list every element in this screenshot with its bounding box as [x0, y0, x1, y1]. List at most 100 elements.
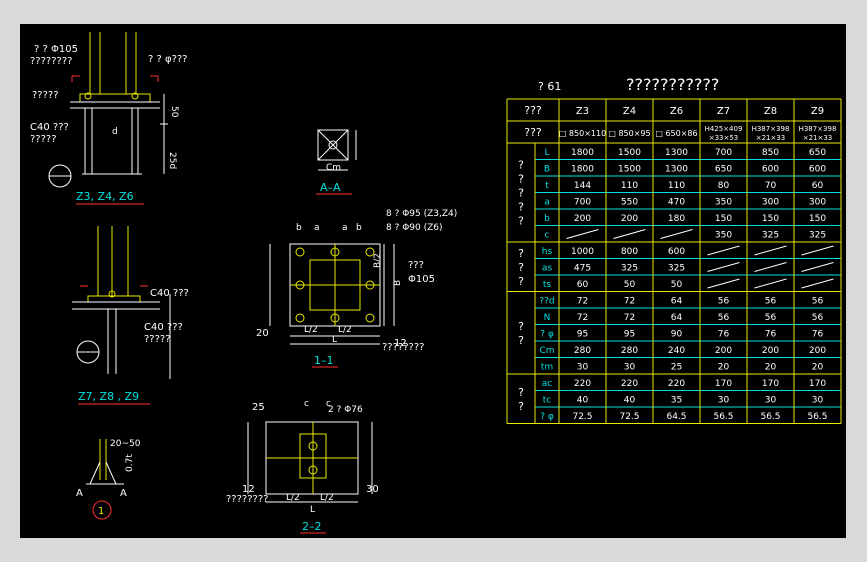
table-param-cell: ac	[542, 379, 553, 389]
table-value-cell: /	[723, 286, 724, 288]
table-value-cell: 56	[765, 313, 777, 323]
table-value-cell: 76	[765, 330, 777, 340]
table-header-cell: Z8	[764, 106, 777, 117]
table-value-cell: 20	[812, 363, 824, 373]
table-value-cell: 50	[671, 280, 683, 290]
table-param-cell: ts	[543, 280, 552, 290]
label-a1: a	[314, 223, 320, 233]
table-section-cell: ×33×53	[709, 134, 739, 142]
label-n12: 12	[394, 338, 407, 349]
table-header-cell: Z9	[811, 106, 824, 117]
table-value-cell: 200	[574, 214, 591, 224]
table-group-label: ?	[518, 173, 524, 186]
label-z346: Z3, Z4, Z6	[76, 190, 134, 203]
table-value-cell: 280	[574, 346, 591, 356]
sheet-number: ? 61	[538, 80, 561, 93]
table-value-cell: /	[582, 237, 583, 239]
table-value-cell: 475	[574, 264, 591, 274]
table-value-cell: 60	[577, 280, 589, 290]
table-value-cell: 1300	[665, 148, 688, 158]
table-value-cell: 64.5	[666, 412, 686, 422]
table-value-cell: 56	[718, 313, 730, 323]
label-c2: c	[326, 399, 331, 409]
section-22	[247, 421, 373, 503]
table-value-cell: 325	[762, 231, 779, 241]
table-value-cell: 240	[668, 346, 685, 356]
table-value-cell: 1500	[618, 148, 641, 158]
table-value-cell: 95	[624, 330, 635, 340]
table-value-cell: 170	[762, 379, 779, 389]
label-l2d: L/2	[320, 493, 334, 503]
label-phi105: Φ105	[408, 274, 435, 285]
table-title: ???????????	[626, 75, 719, 94]
table-value-cell: 80	[718, 181, 730, 191]
table-value-cell: 325	[668, 264, 685, 274]
label-l: L	[332, 335, 337, 345]
label-c40-lower: C40 ???	[150, 288, 189, 299]
table-value-cell: /	[676, 237, 677, 239]
table-param-cell: ? φ	[540, 330, 554, 340]
table-value-cell: 72.5	[572, 412, 592, 422]
table-section-cell: H425×409	[705, 125, 743, 133]
table-value-cell: 30	[577, 363, 589, 373]
table-value-cell: 280	[621, 346, 638, 356]
label-detail-07: 0.7t	[125, 454, 135, 472]
label-d-top: d	[112, 127, 118, 137]
table-value-cell: 72.5	[619, 412, 639, 422]
table-value-cell: 90	[671, 330, 683, 340]
label-c40mb: ?????	[144, 334, 171, 345]
table-header-cell: ???	[524, 104, 542, 117]
table-value-cell: 150	[715, 214, 732, 224]
table-value-cell: 30	[765, 396, 777, 406]
table-value-cell: /	[817, 286, 818, 288]
label-b2: B/2	[373, 253, 383, 268]
table-value-cell: 850	[762, 148, 779, 158]
table-group-label: ?	[518, 215, 524, 228]
table-value-cell: 144	[574, 181, 591, 191]
table-value-cell: 350	[715, 198, 732, 208]
table-value-cell: /	[770, 270, 771, 272]
table-value-cell: 30	[812, 396, 824, 406]
table-value-cell: /	[817, 270, 818, 272]
label-s22: 2–2	[302, 520, 322, 533]
label-mid-left: ?????	[32, 90, 59, 101]
label-b: B	[393, 280, 403, 286]
table-value-cell: 40	[624, 396, 636, 406]
label-top-right: ? ? φ???	[148, 54, 188, 65]
table-empty-slash	[754, 245, 787, 256]
table-param-cell: c	[545, 231, 550, 241]
table-value-cell: 650	[715, 165, 732, 175]
table-value-cell: 56.5	[760, 412, 780, 422]
table-param-cell: ? φ	[540, 412, 554, 422]
table-value-cell: 300	[809, 198, 826, 208]
table-value-cell: 64	[671, 313, 683, 323]
table-value-cell: 550	[621, 198, 638, 208]
table-value-cell: 220	[574, 379, 591, 389]
table-group-label: ?	[518, 187, 524, 200]
table-value-cell: 40	[577, 396, 589, 406]
label-detail-dim: 20~50	[110, 439, 141, 449]
table-value-cell: 20	[718, 363, 730, 373]
table-value-cell: 110	[668, 181, 685, 191]
label-phi76: 2 ? Φ76	[328, 405, 363, 415]
table-value-cell: 150	[762, 214, 779, 224]
table-group-label: ?	[518, 275, 524, 288]
table-section-cell: ×21×33	[803, 134, 833, 142]
table-value-cell: 30	[718, 396, 730, 406]
label-n20: 20	[256, 328, 269, 339]
table-value-cell: 170	[809, 379, 826, 389]
label-l2a: L/2	[304, 325, 318, 335]
label-aa: A–A	[320, 181, 341, 194]
table-param-cell: L	[544, 148, 549, 158]
table-param-cell: B	[544, 165, 550, 175]
label-top-anchor2: ????????	[30, 56, 72, 67]
table-value-cell: /	[770, 253, 771, 255]
table-value-cell: 95	[577, 330, 588, 340]
table-section-cell: □ 850×110	[559, 129, 606, 138]
cad-drawing: ? ? Φ105 ???????? ? ? φ??? ????? C40 ???…	[30, 32, 842, 534]
table-empty-slash	[566, 229, 599, 239]
label-25d-top: 25d	[167, 152, 177, 169]
label-cm-aa: Cm	[326, 163, 341, 173]
table-value-cell: 170	[715, 379, 732, 389]
